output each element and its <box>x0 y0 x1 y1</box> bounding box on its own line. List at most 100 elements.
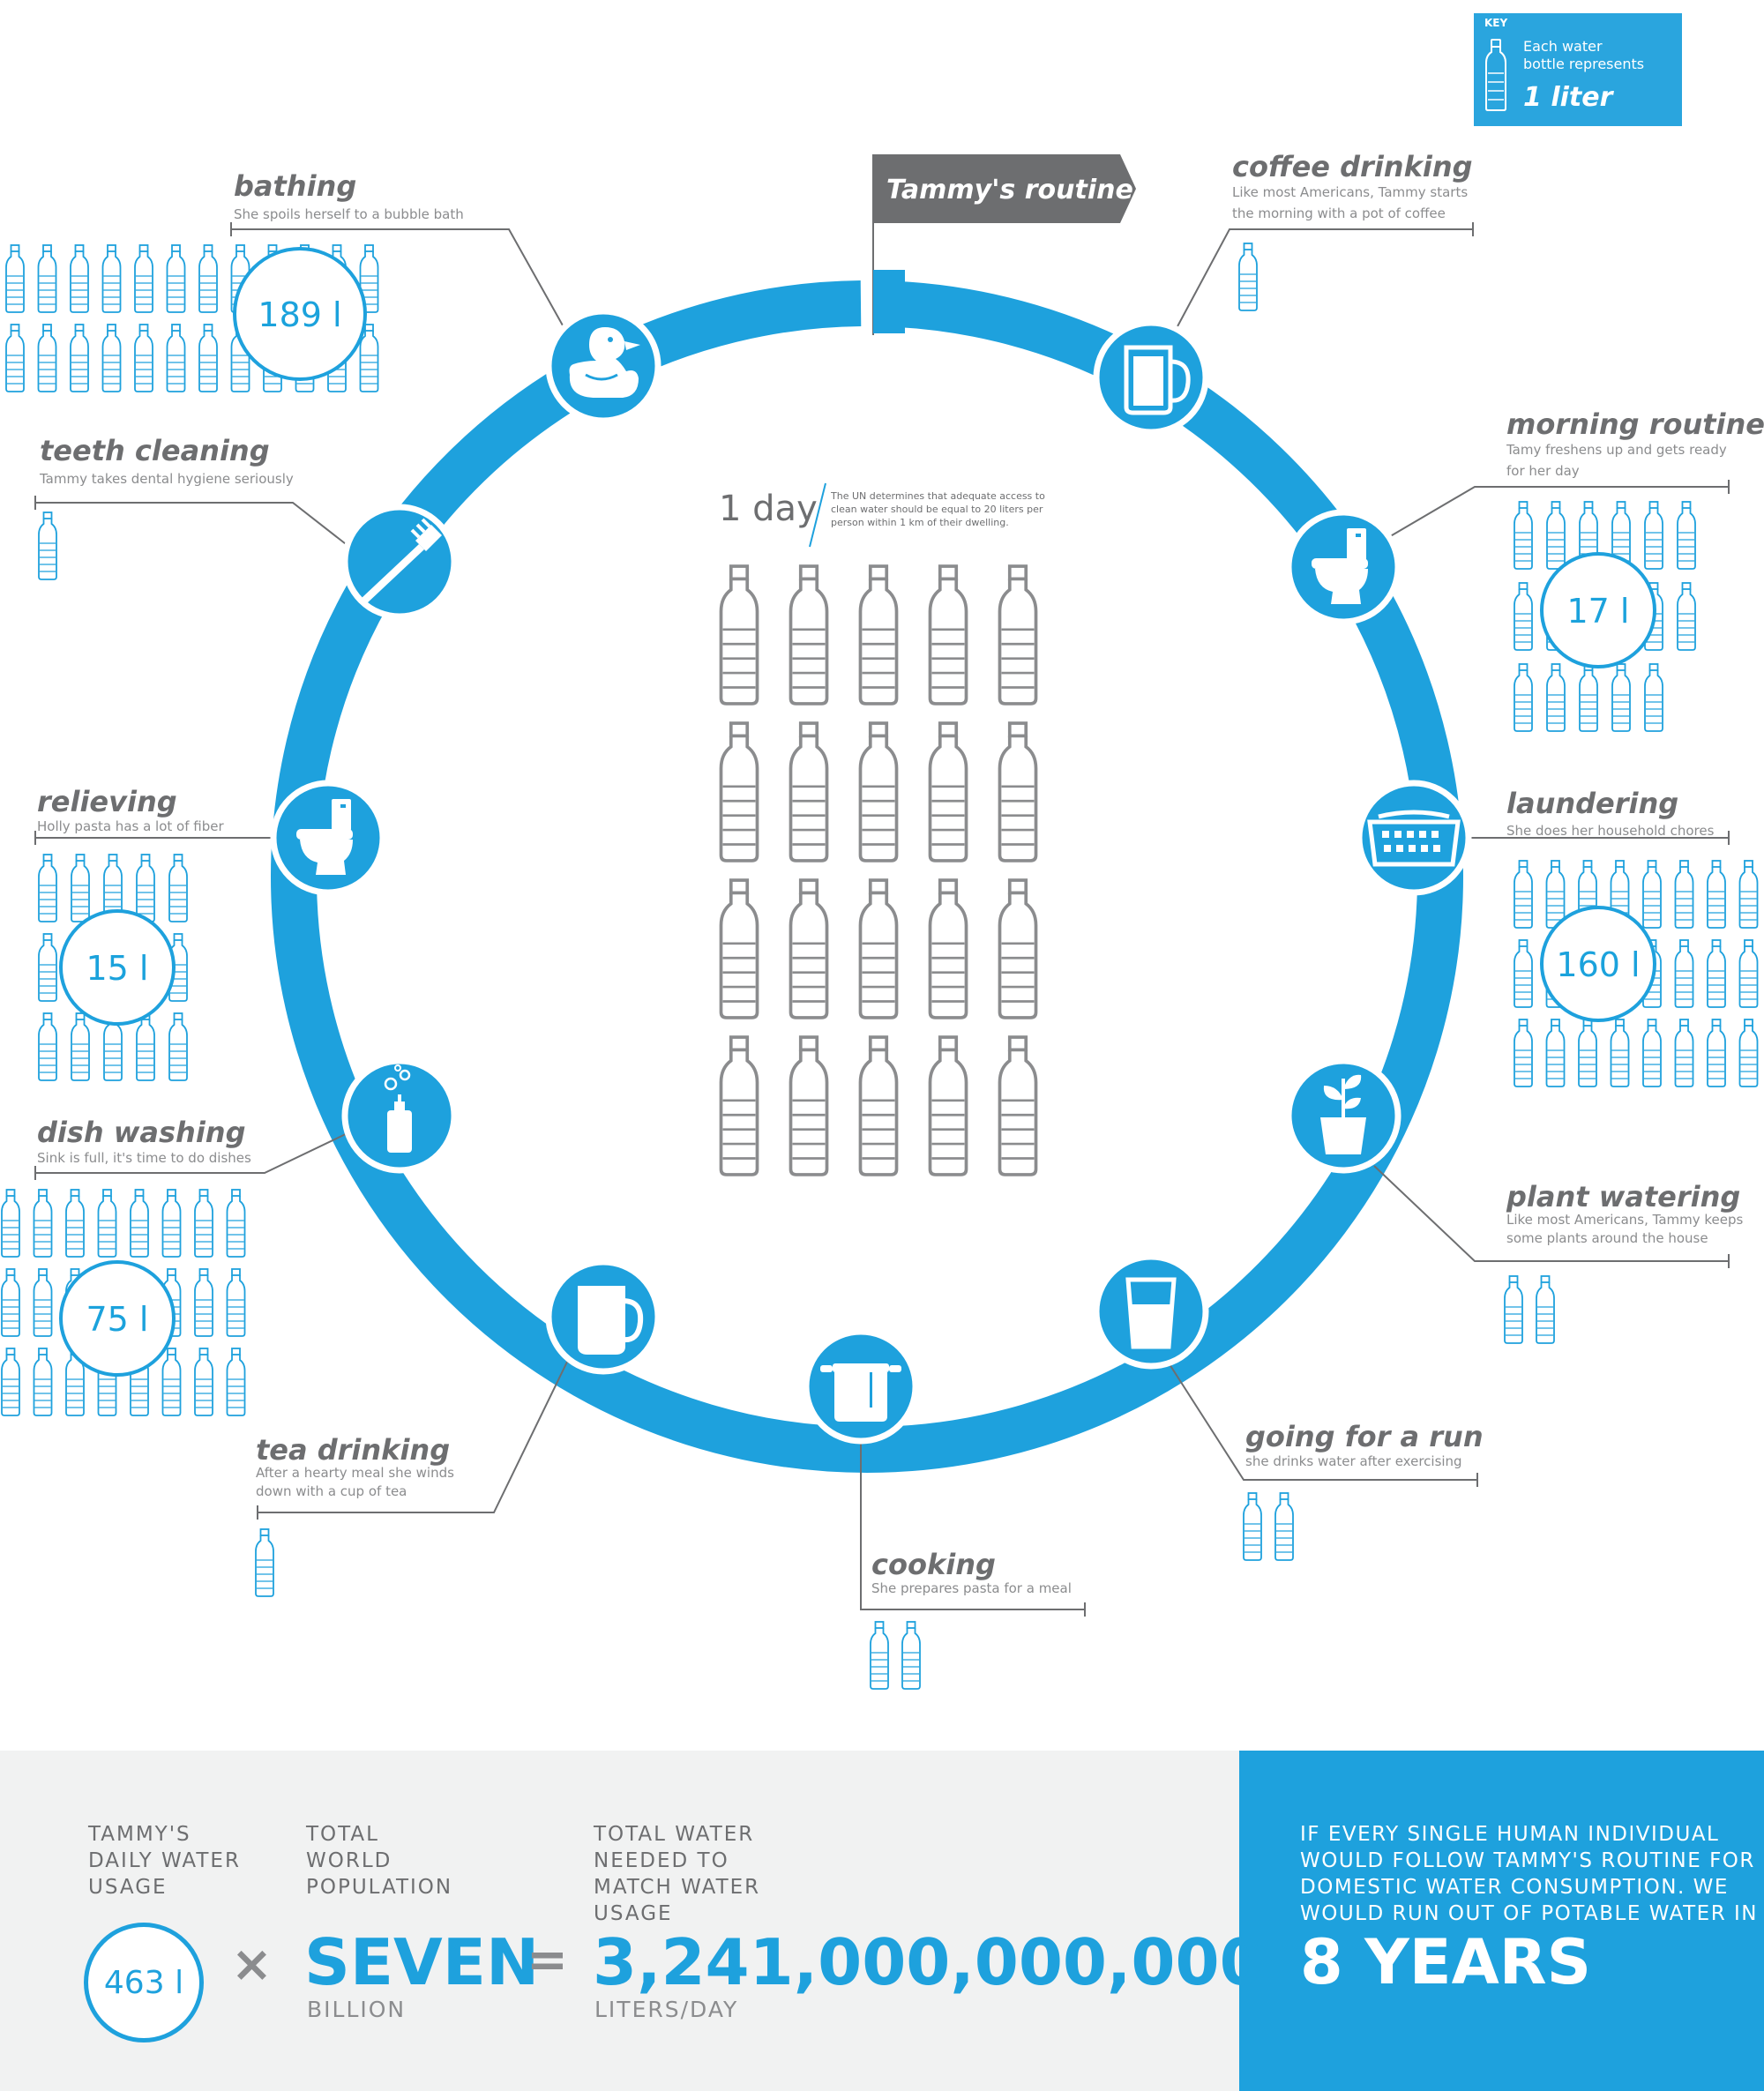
bottle-icon <box>721 566 757 704</box>
bottle-icon <box>198 324 218 392</box>
bottle-icon <box>1707 860 1726 929</box>
bottle-icon <box>930 1037 966 1175</box>
activity-title-coffee: coffee drinking <box>1232 150 1473 183</box>
activity-labels: bathing She spoils herself to a bubble b… <box>37 150 1764 1596</box>
footer-conclusion-panel <box>1239 1751 1764 2091</box>
activity-desc-teeth: Tammy takes dental hygiene seriously <box>39 471 294 487</box>
bottle-icon <box>1545 860 1566 929</box>
bottle-icon <box>37 324 57 392</box>
bottle-icon <box>1738 1019 1759 1087</box>
bottle-icon <box>999 1037 1035 1175</box>
bottle-icon <box>1546 501 1566 570</box>
bottle-icon <box>65 1189 85 1258</box>
key-value: 1 liter <box>1523 82 1613 113</box>
bottle-icon <box>1514 1019 1533 1087</box>
bottle-icon <box>1674 860 1694 929</box>
bottle-icon <box>1642 1019 1662 1087</box>
dish-soap-icon <box>384 1064 412 1153</box>
daily-usage-value: 463 l <box>84 1923 204 2042</box>
bottle-icon <box>1514 860 1533 929</box>
bottle-icon <box>71 854 90 922</box>
activity-title-bathing: bathing <box>234 169 356 203</box>
liters-laundry: 160 l <box>1556 945 1640 984</box>
bottle-icon <box>136 854 155 922</box>
bottle-icon <box>1677 501 1696 570</box>
bottle-icon <box>70 324 89 392</box>
bottle-icon <box>1611 663 1631 732</box>
bottle-icon <box>1536 1275 1555 1344</box>
routine-flag <box>873 154 1136 223</box>
total-water-value: 3,241,000,000,000 <box>593 1925 1264 1999</box>
bottle-icon <box>168 854 188 922</box>
daily-usage-label: TAMMY'S DAILY WATER USAGE <box>88 1823 241 1899</box>
bottle-icon <box>999 880 1035 1018</box>
leader-ticks <box>34 222 1730 1617</box>
bottle-icon <box>166 244 186 313</box>
bottle-icon <box>1738 939 1759 1008</box>
conclusion-text: IF EVERY SINGLE HUMAN INDIVIDUAL WOULD F… <box>1300 1823 1758 1925</box>
bottle-icon <box>1738 860 1759 929</box>
center-note: The UN determines that adequate access t… <box>831 490 1045 528</box>
bottle-icon <box>790 723 826 861</box>
bottle-icon <box>194 1189 213 1258</box>
bottle-icon <box>161 1348 182 1416</box>
activity-desc-tea: After a hearty meal she winds down with … <box>256 1465 454 1499</box>
bottle-icon <box>1644 663 1663 732</box>
activity-desc-bathing: She spoils herself to a bubble bath <box>234 206 464 222</box>
activity-title-teeth: teeth cleaning <box>40 434 270 467</box>
bottle-icon <box>71 1012 90 1081</box>
bottle-icon <box>901 1621 921 1690</box>
toothbrush-icon <box>361 518 442 604</box>
bottle-icon <box>1 1189 20 1258</box>
bottles-plant <box>1504 1275 1555 1344</box>
bottle-icon <box>860 723 896 861</box>
plant-pot-icon <box>1320 1074 1366 1154</box>
bottle-icon <box>226 1189 246 1258</box>
liters-dish: 75 l <box>86 1300 149 1339</box>
node-teeth <box>341 504 458 620</box>
total-water-label: TOTAL WATER NEEDED TO MATCH WATER USAGE <box>594 1823 761 1925</box>
bottle-icon <box>1644 501 1663 570</box>
bottle-icon <box>721 1037 757 1175</box>
bottle-icon <box>860 566 896 704</box>
bottle-icon <box>198 244 218 313</box>
bottle-icon <box>721 723 757 861</box>
bottle-icon <box>1504 1275 1523 1344</box>
bottle-icon <box>1610 1019 1630 1087</box>
legend-key: KEY Each water bottle represents 1 liter <box>1474 13 1682 126</box>
times-symbol: × <box>231 1936 273 1993</box>
activity-title-plant: plant watering <box>1506 1180 1740 1214</box>
mug-icon <box>1124 345 1191 415</box>
bottle-icon <box>161 1189 182 1258</box>
activity-title-relieving: relieving <box>37 785 177 818</box>
bottle-icon <box>1674 939 1694 1008</box>
bottle-icon <box>1514 663 1533 732</box>
bottle-icon <box>226 1268 246 1337</box>
bottle-icon <box>168 1012 188 1081</box>
bottle-icon <box>1579 663 1598 732</box>
center-divider <box>809 482 826 548</box>
bottle-icon <box>1546 663 1566 732</box>
bottle-icon <box>5 244 25 313</box>
bottle-icon <box>1514 501 1533 570</box>
routine-flag-label: Tammy's routine <box>886 175 1133 205</box>
bottle-icon <box>1677 582 1696 651</box>
bottle-icon <box>97 1189 117 1258</box>
routine-ring <box>271 280 1463 1473</box>
total-water-sub: LITERS/DAY <box>594 1997 739 2022</box>
activity-desc-coffee: Like most Americans, Tammy starts the mo… <box>1232 184 1469 221</box>
bottle-icon <box>860 880 896 1018</box>
activity-title-laundry: laundering <box>1506 787 1678 820</box>
bottle-icon <box>130 1189 149 1258</box>
bottle-icon <box>930 723 966 861</box>
ring-nodes <box>270 308 1472 1445</box>
pot-icon <box>820 1363 901 1422</box>
key-text: Each water bottle represents <box>1523 38 1645 72</box>
bottle-icon <box>999 723 1035 861</box>
liter-circles: 189 l 15 l 75 l 160 l 17 l <box>59 247 1656 1377</box>
bottle-icon <box>33 1268 53 1337</box>
bottle-icon <box>1 1268 20 1337</box>
center-bottle-grid <box>721 566 1035 1175</box>
bottle-icon <box>930 880 966 1018</box>
population-sub: BILLION <box>307 1997 407 2022</box>
